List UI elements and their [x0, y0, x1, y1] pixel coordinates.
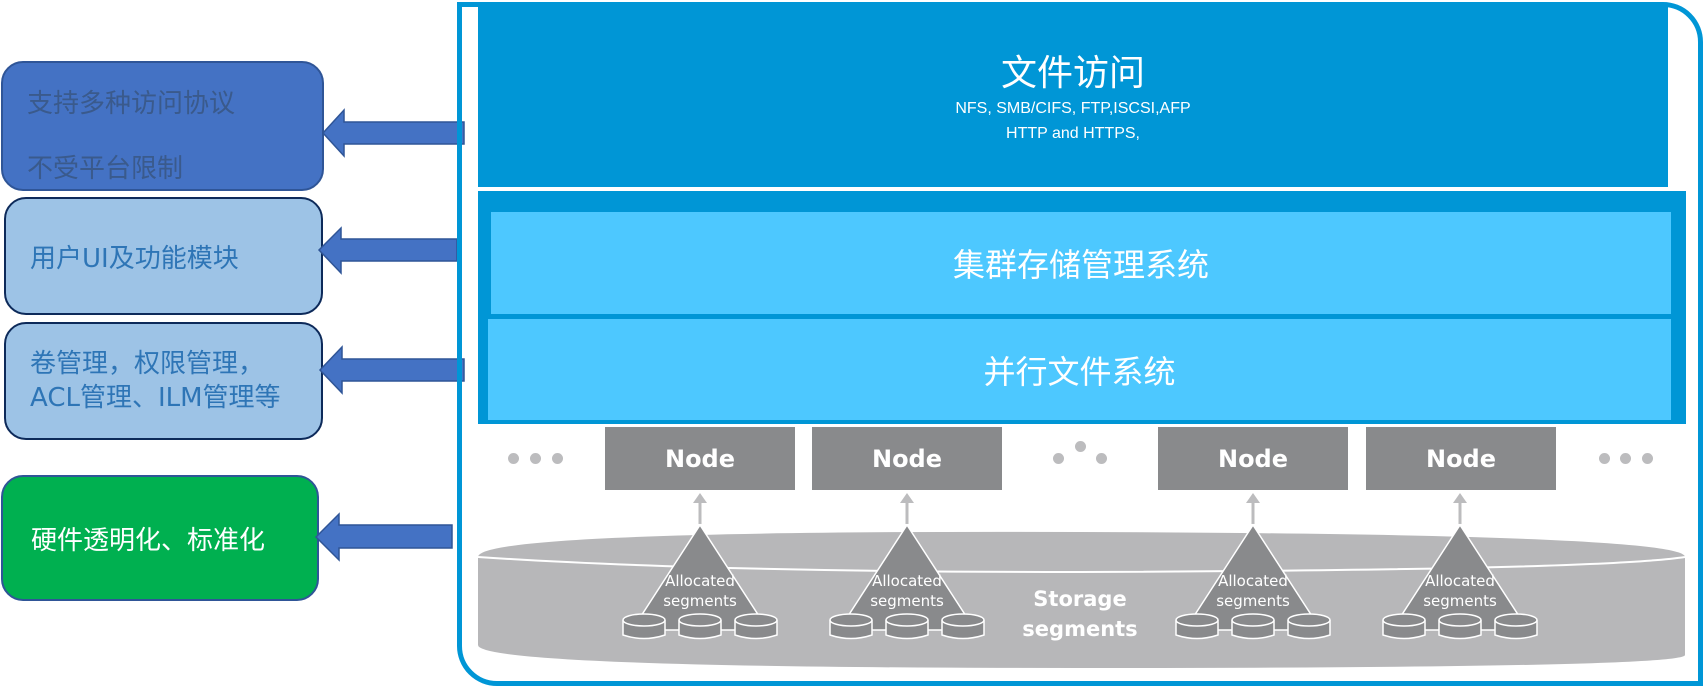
callout-hardware: 硬件透明化、标准化 [1, 475, 319, 601]
architecture-frame [457, 2, 1703, 686]
disk-icon [734, 613, 778, 640]
segment-label-1: Allocated [1218, 572, 1288, 590]
segment-label-2: segments [870, 592, 944, 610]
disk-icon [885, 613, 929, 640]
callout-text: 用户UI及功能模块 [30, 243, 239, 274]
parallel-fs-label: 并行文件系统 [983, 352, 1176, 391]
segment-label-1: Allocated [1425, 572, 1495, 590]
ellipsis-dot [1620, 453, 1631, 464]
ellipsis-dot [1096, 453, 1107, 464]
ellipsis-dot [1075, 441, 1086, 452]
segment-label-1: Allocated [872, 572, 942, 590]
protocols-line-1: NFS, SMB/CIFS, FTP,ISCSI,AFP [955, 100, 1191, 117]
callout-protocols: 支持多种访问协议 不受平台限制 [1, 61, 324, 191]
allocated-segment-group: Allocated segments [1382, 493, 1538, 640]
segment-label-2: segments [663, 592, 737, 610]
storage-label-2: segments [1022, 617, 1137, 641]
disk-icon [1287, 613, 1331, 640]
left-arrow-icon [314, 512, 453, 562]
disk-icon [829, 613, 873, 640]
cluster-management-label: 集群存储管理系统 [952, 246, 1209, 284]
file-access-layer: 文件访问 NFS, SMB/CIFS, FTP,ISCSI,AFP HTTP a… [478, 6, 1668, 187]
up-arrow-head [1246, 493, 1260, 503]
ellipsis-dot [530, 453, 541, 464]
file-access-title: 文件访问 [1000, 53, 1145, 94]
segment-label-1: Allocated [665, 572, 735, 590]
node-box: Node [605, 427, 795, 490]
ellipsis-dot [1642, 453, 1653, 464]
segment-label-2: segments [1216, 592, 1290, 610]
node-label: Node [1425, 444, 1497, 473]
left-arrow-icon [321, 108, 465, 158]
protocols-line-2: HTTP and HTTPS, [1006, 125, 1140, 142]
allocated-segment-group: Allocated segments [829, 493, 985, 640]
callout-management: 卷管理，权限管理， ACL管理、ILM管理等 [4, 322, 323, 440]
up-arrow-head [900, 493, 914, 503]
callout-text: 不受平台限制 [27, 154, 184, 184]
left-arrow-icon [318, 345, 465, 395]
ellipsis-dot [508, 453, 519, 464]
callout-text: 硬件透明化、标准化 [31, 525, 266, 556]
storage-label-1: Storage [1033, 587, 1126, 611]
node-box: Node [1158, 427, 1348, 490]
disk-icon [678, 613, 722, 640]
node-label: Node [871, 444, 943, 473]
disk-icon [1175, 613, 1219, 640]
node-box: Node [812, 427, 1002, 490]
disk-icon [1438, 613, 1482, 640]
node-box: Node [1366, 427, 1556, 490]
ellipsis-dot [552, 453, 563, 464]
disk-icon [622, 613, 666, 640]
ellipsis-dot [1053, 453, 1064, 464]
callout-ui-modules: 用户UI及功能模块 [4, 197, 323, 315]
disk-icon [941, 613, 985, 640]
cluster-management-layer: 集群存储管理系统 [491, 212, 1671, 314]
up-arrow-head [1453, 493, 1467, 503]
disk-icon [1382, 613, 1426, 640]
disk-icon [1231, 613, 1275, 640]
disk-icon [1494, 613, 1538, 640]
storage-pool-rim [477, 556, 1686, 574]
callout-text: 支持多种访问协议 [27, 89, 236, 119]
up-arrow-head [693, 493, 707, 503]
node-label: Node [664, 444, 736, 473]
allocated-segment-group: Allocated segments [1175, 493, 1331, 640]
callout-text: ACL管理、ILM管理等 [30, 383, 281, 413]
callout-text: 卷管理，权限管理， [30, 349, 265, 379]
allocated-segment-group: Allocated segments [622, 493, 778, 640]
ellipsis-dot [1599, 453, 1610, 464]
parallel-fs-layer: 并行文件系统 [488, 319, 1671, 420]
segment-label-2: segments [1423, 592, 1497, 610]
node-label: Node [1217, 444, 1289, 473]
